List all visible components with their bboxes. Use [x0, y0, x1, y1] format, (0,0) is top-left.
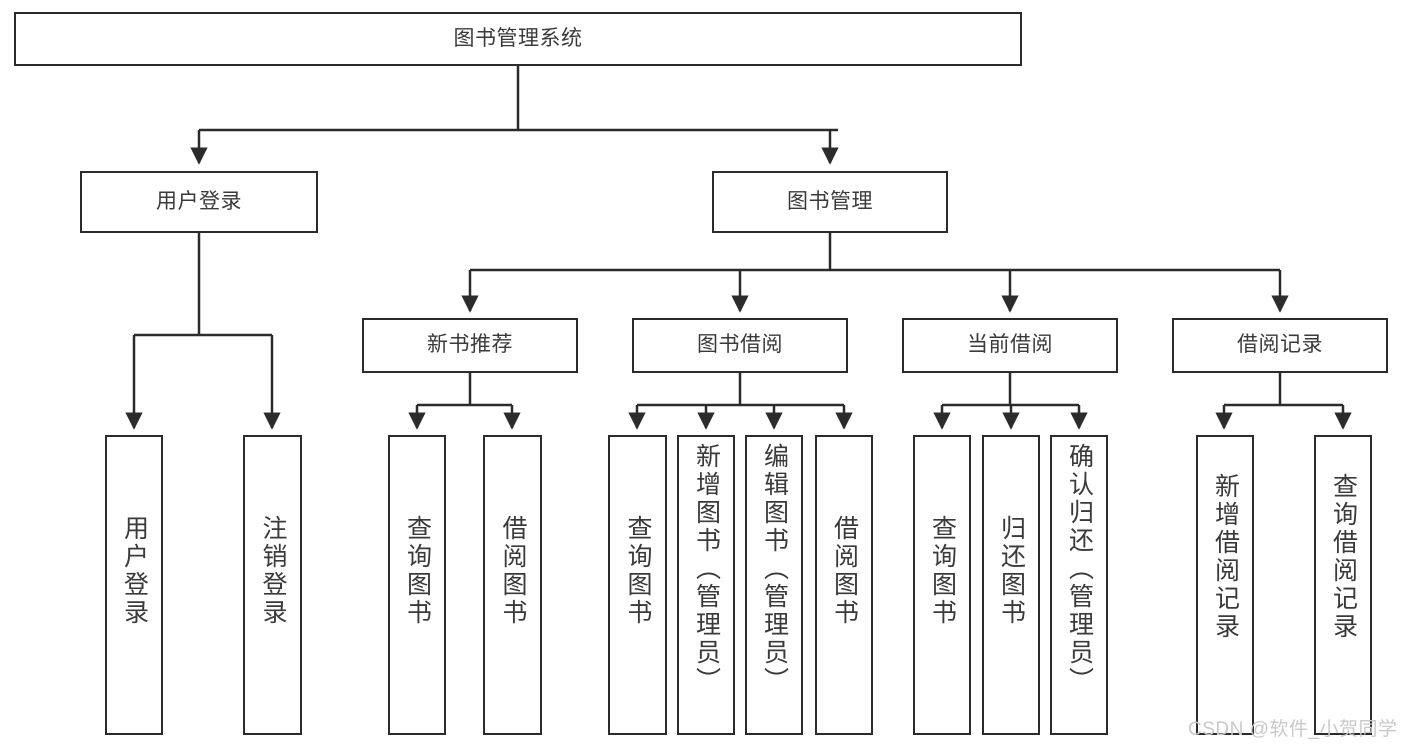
- node-label: 图书借阅: [697, 333, 783, 357]
- node-book-management[interactable]: 图书管理: [712, 171, 948, 233]
- node-new-book-recommend[interactable]: 新书推荐: [362, 318, 578, 373]
- node-label: 借阅图书: [499, 515, 527, 627]
- node-label: 用户登录: [156, 189, 242, 213]
- leaf-borrow-book[interactable]: 借阅图书: [815, 435, 873, 735]
- node-user-login[interactable]: 用户登录: [80, 171, 318, 233]
- leaf-query-borrow-record[interactable]: 查询借阅记录: [1314, 435, 1372, 735]
- node-label: 查询借阅记录: [1329, 473, 1358, 641]
- node-borrow-record[interactable]: 借阅记录: [1172, 318, 1388, 373]
- node-book-borrow[interactable]: 图书借阅: [632, 318, 848, 373]
- leaf-edit-book-admin[interactable]: 编辑图书（管理员）: [745, 435, 803, 735]
- node-root[interactable]: 图书管理系统: [14, 12, 1022, 66]
- leaf-return-book[interactable]: 归还图书: [982, 435, 1040, 735]
- leaf-query-book-borrow[interactable]: 查询图书: [608, 435, 667, 735]
- watermark: CSDN @软件_小贺同学: [1188, 719, 1398, 740]
- node-label: 查询图书: [403, 515, 432, 627]
- node-label: 图书管理: [787, 189, 873, 213]
- node-label: 注销登录: [259, 515, 287, 627]
- leaf-query-book-recommend[interactable]: 查询图书: [388, 435, 446, 735]
- leaf-confirm-return-admin[interactable]: 确认归还（管理员）: [1050, 435, 1108, 735]
- leaf-logout[interactable]: 注销登录: [243, 435, 302, 735]
- node-label: 新增图书（管理员）: [692, 443, 721, 695]
- leaf-query-book-current[interactable]: 查询图书: [913, 435, 971, 735]
- node-label: 用户登录: [120, 515, 149, 627]
- node-label: 新增借阅记录: [1211, 473, 1240, 641]
- node-label: 当前借阅: [967, 333, 1053, 357]
- node-label: 图书管理系统: [453, 26, 583, 50]
- node-label: 编辑图书（管理员）: [760, 443, 789, 695]
- node-label: 借阅记录: [1237, 333, 1323, 357]
- leaf-user-login[interactable]: 用户登录: [105, 435, 163, 735]
- leaf-add-book-admin[interactable]: 新增图书（管理员）: [677, 435, 735, 735]
- leaf-borrow-book-recommend[interactable]: 借阅图书: [483, 435, 542, 735]
- node-label: 确认归还（管理员）: [1065, 443, 1094, 695]
- node-label: 查询图书: [928, 515, 957, 627]
- node-label: 查询图书: [624, 515, 652, 627]
- node-label: 新书推荐: [427, 333, 513, 357]
- node-current-borrow[interactable]: 当前借阅: [902, 318, 1118, 373]
- leaf-add-borrow-record[interactable]: 新增借阅记录: [1196, 435, 1254, 735]
- node-label: 归还图书: [997, 515, 1026, 627]
- node-label: 借阅图书: [830, 515, 859, 627]
